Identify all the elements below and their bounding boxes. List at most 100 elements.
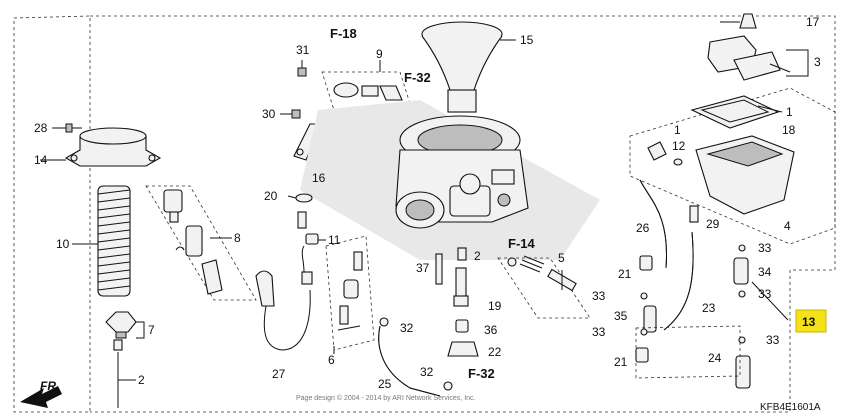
float-chamber-4 (695, 135, 795, 215)
callout-2a[interactable]: 2 (138, 373, 145, 387)
frame-outer (90, 15, 836, 413)
fitting-21b (635, 347, 649, 363)
callout-3[interactable]: 3 (814, 55, 821, 69)
callout-26[interactable]: 26 (636, 221, 650, 235)
jet-36 (455, 319, 469, 333)
copyright-note: Page design © 2004 - 2014 by ARI Network… (296, 394, 476, 402)
callout-15[interactable]: 15 (520, 33, 534, 47)
callout-36[interactable]: 36 (484, 323, 498, 337)
tube-23 (663, 231, 694, 331)
callout-21a[interactable]: 21 (618, 267, 632, 281)
callout-27[interactable]: 27 (272, 367, 286, 381)
callout-5[interactable]: 5 (558, 251, 565, 265)
clip-33d (738, 290, 746, 298)
carburetor-body (395, 115, 529, 229)
jet-2b (457, 247, 467, 261)
float-3 (707, 35, 791, 81)
tube-26 (639, 179, 668, 269)
callout-7[interactable]: 7 (148, 323, 155, 337)
pump-parts-9 (333, 82, 403, 101)
group-21 (635, 325, 741, 379)
callout-30[interactable]: 30 (262, 107, 276, 121)
screw-37 (435, 253, 443, 285)
leader-3 (786, 49, 809, 77)
callout-16[interactable]: 16 (312, 171, 326, 185)
ref-f32-bottom[interactable]: F-32 (468, 366, 495, 381)
callout-17[interactable]: 17 (806, 15, 820, 29)
needle-valve-17 (739, 13, 757, 29)
callout-18[interactable]: 18 (782, 123, 796, 137)
callout-9[interactable]: 9 (376, 47, 383, 61)
gasket-1 (690, 95, 780, 129)
front-arrow-icon (20, 386, 62, 408)
callout-12[interactable]: 12 (672, 139, 686, 153)
callout-25[interactable]: 25 (378, 377, 392, 391)
fitting-21a (639, 255, 653, 271)
clip-32b (443, 381, 453, 391)
leader-1 (757, 105, 783, 113)
group-8 (145, 185, 257, 301)
sleeve-24 (735, 355, 751, 389)
callout-4[interactable]: 4 (784, 219, 791, 233)
drain-screw-1b (647, 141, 667, 161)
harness-27 (255, 245, 313, 351)
o-ring-12 (673, 158, 683, 166)
clip-33a (640, 292, 648, 300)
callout-23[interactable]: 23 (702, 301, 716, 315)
callout-1b[interactable]: 1 (674, 123, 681, 137)
callout-33b[interactable]: 33 (592, 325, 606, 339)
callout-6[interactable]: 6 (328, 353, 335, 367)
group-6 (325, 235, 375, 351)
callout-2b[interactable]: 2 (474, 249, 481, 263)
callout-33d[interactable]: 33 (758, 287, 772, 301)
needle-clip-2 (113, 339, 123, 408)
callout-33a[interactable]: 33 (592, 289, 606, 303)
front-label: FR. (40, 379, 59, 393)
callout-35[interactable]: 35 (614, 309, 628, 323)
leader-7 (136, 321, 145, 339)
callout-24[interactable]: 24 (708, 351, 722, 365)
callout-20[interactable]: 20 (264, 189, 278, 203)
sleeve-34 (733, 257, 749, 285)
callout-13-highlighted[interactable]: 13 (802, 315, 816, 329)
clip-33b (640, 328, 648, 336)
air-funnel-15 (421, 21, 503, 113)
callout-33c[interactable]: 33 (758, 241, 772, 255)
callout-8[interactable]: 8 (234, 231, 241, 245)
leader-13 (751, 281, 789, 321)
screw-31 (297, 60, 307, 77)
callout-21b[interactable]: 21 (614, 355, 628, 369)
tube-25 (378, 325, 441, 397)
callout-19[interactable]: 19 (488, 299, 502, 313)
callout-34[interactable]: 34 (758, 265, 772, 279)
group-5 (497, 257, 591, 319)
jet-19 (453, 267, 469, 307)
pilot-screw-5 (507, 255, 577, 292)
callout-10[interactable]: 10 (56, 237, 70, 251)
carb-top-cover-14 (64, 127, 162, 167)
callout-11[interactable]: 11 (328, 233, 341, 247)
highlight-13-box (795, 309, 827, 333)
callout-29[interactable]: 29 (706, 217, 720, 231)
cap-35 (643, 305, 657, 333)
callout-37[interactable]: 37 (416, 261, 430, 275)
callout-33e[interactable]: 33 (766, 333, 780, 347)
callout-32a[interactable]: 32 (400, 321, 414, 335)
callout-32b[interactable]: 32 (420, 365, 434, 379)
screw-30 (280, 109, 301, 119)
callout-22[interactable]: 22 (488, 345, 502, 359)
throttle-stop-8 (163, 189, 223, 295)
spring-10 (97, 185, 131, 297)
bolt-29 (689, 205, 699, 223)
clip-33c (738, 244, 746, 252)
ref-f32-top[interactable]: F-32 (404, 70, 431, 85)
ref-f14[interactable]: F-14 (508, 236, 536, 251)
clip-33e (738, 336, 746, 344)
callout-31[interactable]: 31 (296, 43, 310, 57)
callout-1[interactable]: 1 (786, 105, 793, 119)
callout-14[interactable]: 14 (34, 153, 48, 167)
callout-28[interactable]: 28 (34, 121, 48, 135)
ref-f18[interactable]: F-18 (330, 26, 357, 41)
